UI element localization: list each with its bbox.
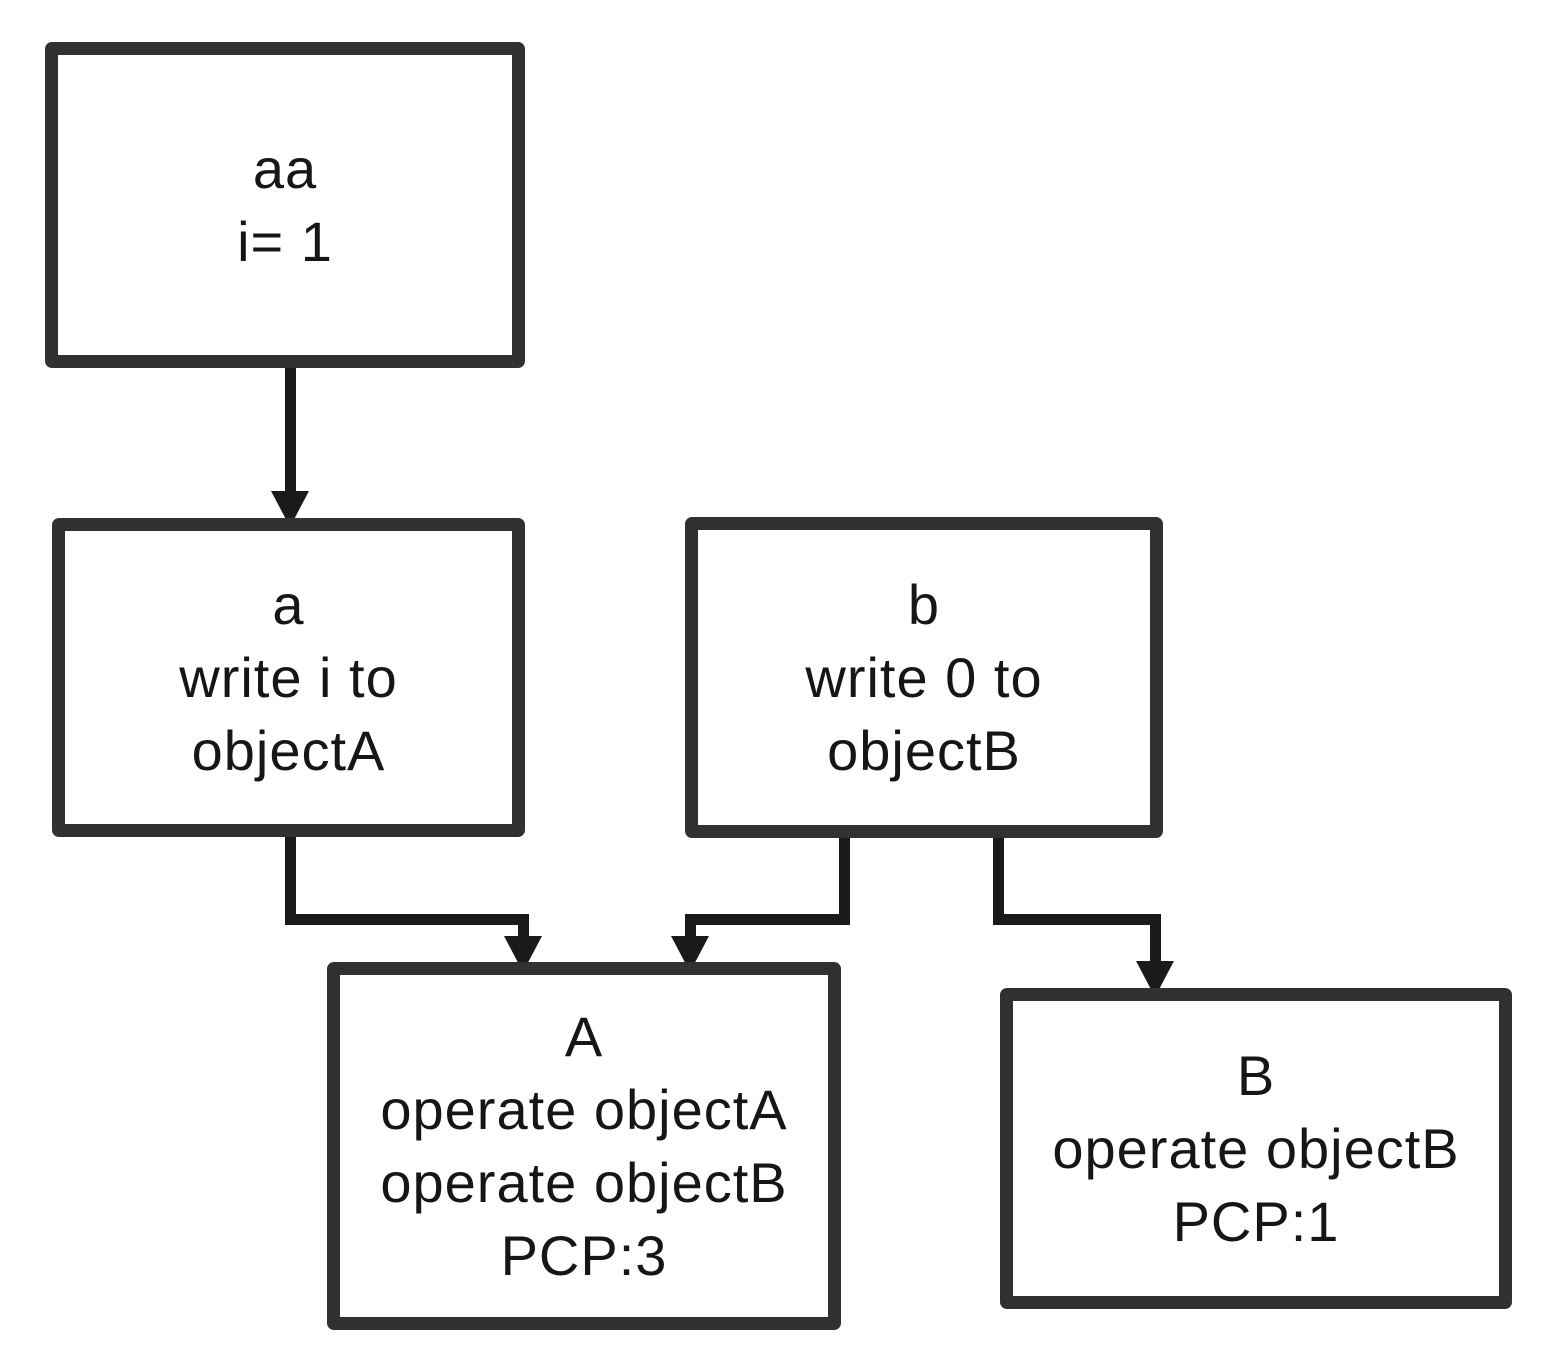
node-A-text-3: PCP:3: [500, 1224, 668, 1287]
node-B-text-2: PCP:1: [1172, 1190, 1340, 1253]
node-a: a write i to objectA: [52, 518, 525, 837]
node-B-title: B: [1236, 1044, 1276, 1107]
node-A-text-2: operate objectB: [380, 1151, 788, 1214]
edge-segment: [517, 919, 529, 944]
node-aa: aa i= 1: [45, 42, 525, 368]
node-B-text-1: operate objectB: [1052, 1117, 1460, 1180]
node-b-title: b: [907, 573, 941, 636]
edge-segment: [284, 837, 296, 919]
node-A-title: A: [564, 1005, 604, 1068]
edge-segment: [684, 919, 696, 944]
edge-segment: [992, 913, 1161, 925]
edge-segment: [992, 838, 1004, 919]
node-b: b write 0 to objectB: [685, 517, 1163, 838]
node-a-title: a: [272, 573, 305, 636]
node-B: B operate objectB PCP:1: [1000, 988, 1512, 1309]
edge-segment: [1149, 919, 1161, 969]
node-A: A operate objectA operate objectB PCP:3: [327, 962, 841, 1330]
node-b-text-2: objectB: [827, 719, 1021, 782]
node-a-text-1: write i to: [179, 646, 398, 709]
node-aa-text: i= 1: [237, 210, 333, 273]
edge-segment: [838, 838, 850, 919]
edge-segment: [284, 368, 296, 499]
edge-segment: [684, 913, 850, 925]
node-A-text-1: operate objectA: [380, 1078, 788, 1141]
node-a-text-2: objectA: [191, 719, 386, 782]
edge-segment: [284, 913, 529, 925]
node-b-text-1: write 0 to: [805, 646, 1043, 709]
node-aa-title: aa: [252, 137, 318, 200]
